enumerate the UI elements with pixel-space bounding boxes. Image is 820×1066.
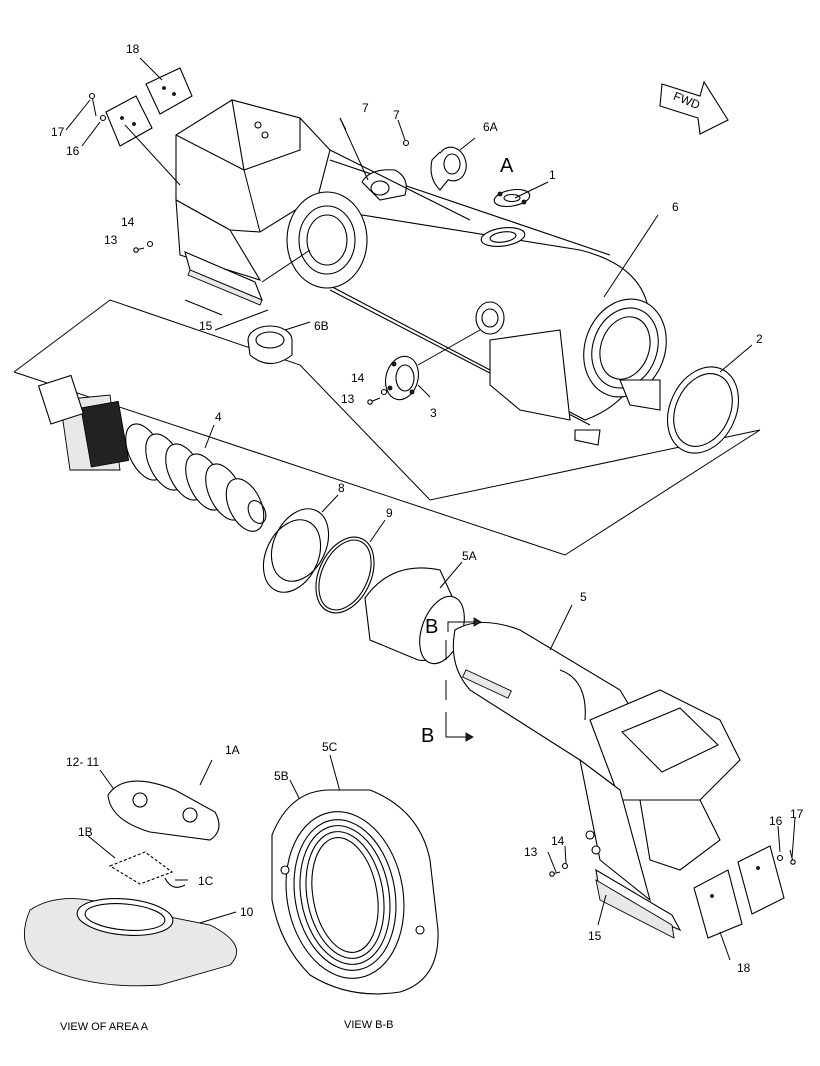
callout-13-upper: 13	[104, 233, 118, 247]
callout-13-lower: 13	[524, 845, 538, 859]
callout-14-lower: 14	[551, 834, 565, 848]
section-b-cut-line	[445, 617, 482, 742]
callout-6: 6	[672, 200, 679, 214]
part-2-seal-ring	[667, 366, 739, 454]
part-6a-bushing	[430, 146, 467, 191]
callout-4: 4	[215, 410, 222, 424]
callout-1: 1	[549, 168, 556, 182]
part-9-oring	[315, 536, 375, 614]
callout-12-11: 12- 11	[66, 755, 99, 769]
area-a-marker: A	[500, 155, 514, 177]
part-18-upper-plates	[105, 67, 193, 147]
callout-7-right: 7	[393, 108, 400, 122]
callout-5a: 5A	[462, 549, 477, 563]
callout-1c: 1C	[198, 874, 214, 888]
callout-7-left: 7	[362, 101, 369, 115]
callout-15-upper: 15	[199, 319, 213, 333]
assembly-boundary-line	[13, 299, 761, 556]
fwd-arrow: FWD	[659, 80, 729, 135]
callout-10: 10	[240, 905, 254, 919]
callout-13-mid: 13	[341, 392, 355, 406]
caption-view-area-a: VIEW OF AREA A	[60, 1021, 149, 1033]
callout-15-lower: 15	[588, 929, 602, 943]
part-6b-bushing	[247, 325, 293, 365]
caption-view-b-b: VIEW B-B	[344, 1019, 394, 1031]
part-5-tube-assembly	[452, 622, 741, 939]
callout-3: 3	[430, 406, 437, 420]
part-15-upper-strip	[184, 251, 263, 306]
section-b-marker-bottom: B	[421, 725, 434, 747]
callout-labels: 18 17 16 7 7 6A 1 6 14 13 15 6B 2 14 13 …	[51, 42, 804, 975]
view-b-b-inset	[271, 789, 439, 995]
callout-18-lower: 18	[737, 961, 751, 975]
callout-17-lower: 17	[790, 807, 804, 821]
callout-1b: 1B	[78, 825, 93, 839]
section-b-marker-top: B	[425, 616, 438, 638]
callout-18-upper: 18	[126, 42, 140, 56]
callout-2: 2	[756, 332, 763, 346]
callout-5b: 5B	[274, 769, 289, 783]
part-3-flange	[384, 355, 420, 401]
callout-9: 9	[386, 506, 393, 520]
callout-1a: 1A	[225, 743, 240, 757]
callout-8: 8	[338, 481, 345, 495]
callout-6a: 6A	[483, 120, 498, 134]
part-8-ring	[262, 508, 330, 593]
callout-17-upper: 17	[51, 125, 65, 139]
view-area-a-inset	[23, 780, 238, 987]
callout-16-lower: 16	[769, 814, 783, 828]
main-frame-assembly	[175, 99, 667, 446]
callout-5: 5	[580, 590, 587, 604]
callout-14-mid: 14	[351, 371, 365, 385]
part-1-plate	[493, 188, 531, 208]
callout-5c: 5C	[322, 740, 338, 754]
fasteners	[88, 92, 796, 877]
callout-6b: 6B	[314, 319, 329, 333]
callout-14-upper: 14	[121, 215, 135, 229]
part-4-recoil-spring	[37, 374, 267, 532]
callout-16-upper: 16	[66, 144, 80, 158]
part-18-lower-plates	[693, 845, 785, 939]
